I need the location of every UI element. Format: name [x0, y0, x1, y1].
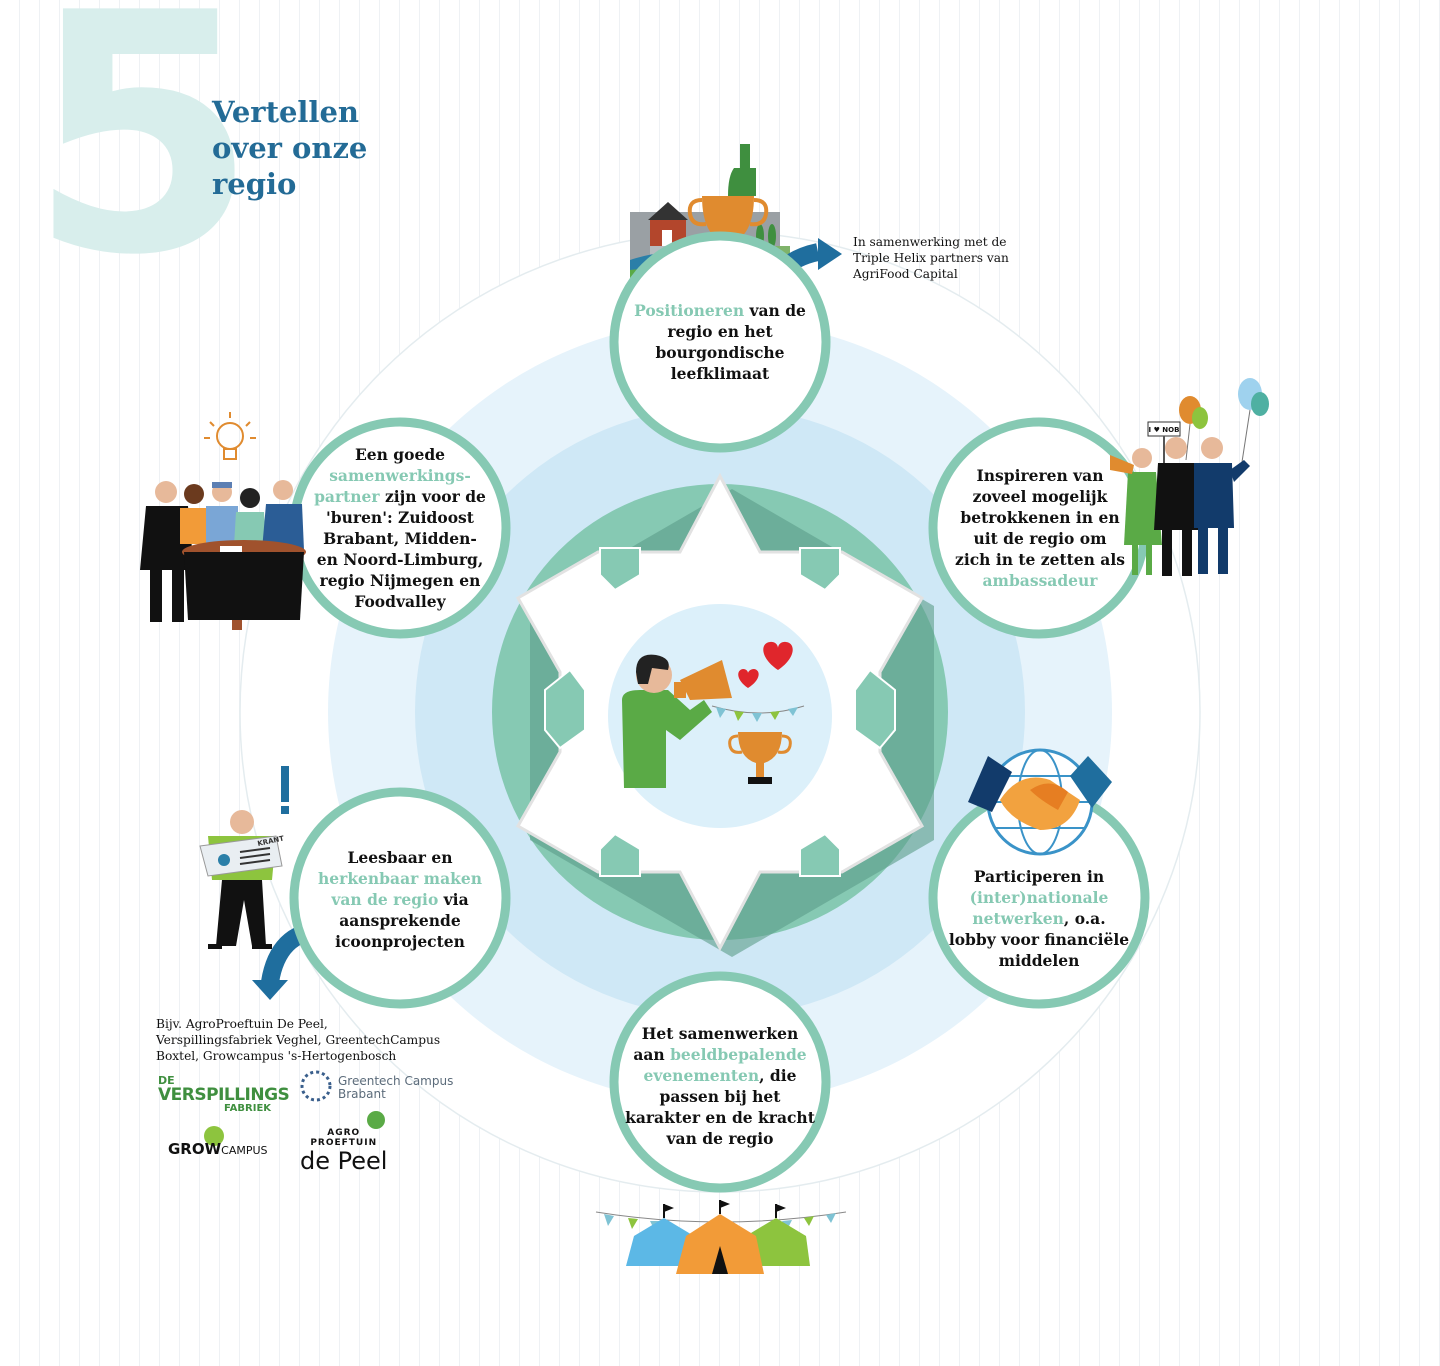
growcampus-logo-mark: [204, 1126, 224, 1146]
sign-text: I ♥ NOB: [1149, 426, 1180, 434]
megaphone-person-icon: [622, 654, 732, 788]
lightbulb-icon: [204, 412, 256, 460]
circle-bottom-highlight: beeldbepalende evenementen: [643, 1045, 807, 1085]
text-circles: [289, 231, 1150, 1193]
circle-bottom-text: Het samenwerken aan beeldbepalende evene…: [625, 1024, 815, 1148]
title-line-3: regio: [212, 167, 297, 201]
circle-top: [609, 231, 831, 453]
note-bottom-left: Bijv. AgroProeftuin De Peel, Verspilling…: [156, 1017, 441, 1063]
circle-upper-right-highlight: ambassadeur: [982, 571, 1098, 590]
ambassadors-icon: I ♥ NOB: [1110, 378, 1269, 576]
newspaper-reader-icon: KRANT: [199, 766, 289, 949]
circle-lower-left-text: Leesbaar en herkenbaar maken van de regi…: [318, 847, 482, 951]
growcampus-logo: GROWCAMPUS: [168, 1140, 268, 1158]
chapter-number: 5: [28, 0, 258, 327]
circle-top-text: Positioneren van de regio en het bourgon…: [630, 290, 810, 394]
circle-upper-right-text: Inspireren van zoveel mogelijk betrokken…: [955, 466, 1125, 590]
circle-upper-left-highlight: samenwerkings-partner: [314, 466, 471, 506]
circle-upper-left-text: Een goede samenwerkings-partner zijn voo…: [314, 445, 486, 611]
agroproeftuin-logo-mark: [367, 1111, 385, 1129]
hearts-icon: [738, 641, 793, 688]
wine-bottle-icon: [728, 144, 756, 196]
verspillingsfabriek-logo: DE VERSPILLINGS FABRIEK: [158, 1074, 290, 1114]
trophy-icon: [728, 732, 792, 784]
circle-lower-left-highlight: herkenbaar maken van de regio: [318, 868, 482, 909]
circle-bottom: [609, 971, 831, 1193]
title-line-2: over onze: [212, 131, 368, 165]
circle-top-highlight: Positioneren: [634, 301, 745, 320]
circle-lower-right-text: Participeren in (inter)nationale netwerk…: [948, 866, 1130, 970]
handshake-globe-icon: [968, 748, 1112, 856]
note-top-right: In samenwerking met de Triple Helix part…: [853, 235, 1009, 281]
greentech-logo-mark: [300, 1070, 332, 1102]
circle-lower-right-highlight: (inter)nationale netwerken: [969, 887, 1109, 928]
bunting-icon: [711, 705, 805, 722]
title-line-1: Vertellen: [212, 95, 359, 129]
greentech-logo: Greentech Campus Brabant: [338, 1074, 454, 1101]
tents-icon: [595, 1200, 847, 1274]
logo-marks: [204, 1070, 385, 1146]
circle-lower-left: [289, 787, 511, 1009]
agroproeftuin-logo: AGRO PROEFTUIN de Peel: [300, 1128, 388, 1175]
circle-top-rest: van de regio en het bourgondische leefkl…: [655, 301, 806, 383]
meeting-table-icon: [140, 412, 306, 630]
page-title: Vertellen over onze regio: [212, 94, 412, 202]
